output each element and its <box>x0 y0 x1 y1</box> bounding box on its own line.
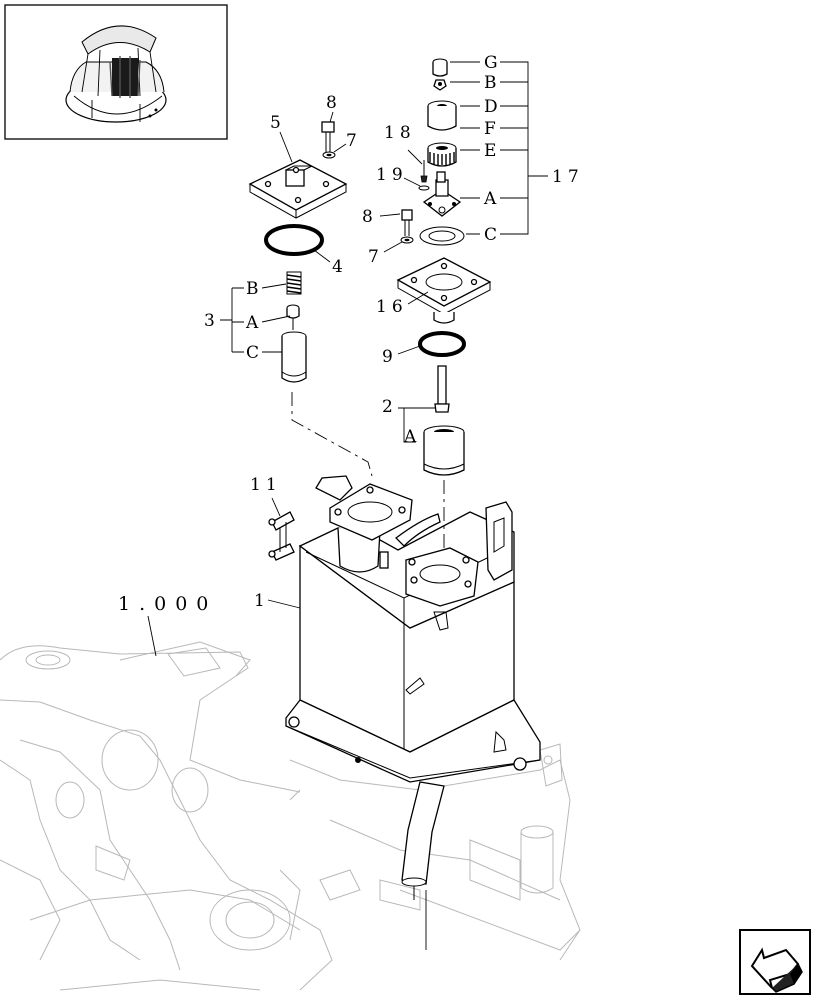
cover-bolt-mid[interactable] <box>401 209 413 236</box>
filter-nut-b[interactable] <box>433 79 447 91</box>
cover-o-ring[interactable] <box>264 224 324 256</box>
filter-cover-plate-16[interactable] <box>396 257 492 324</box>
cover-washer-mid[interactable] <box>400 236 414 244</box>
callout-5: 5 <box>270 113 286 133</box>
small-washer-19[interactable] <box>418 185 430 191</box>
callout-8-top: 8 <box>326 93 342 113</box>
callout-17-g: G <box>484 53 503 73</box>
callout-3-c: C <box>246 343 264 363</box>
cover-bolt-top[interactable] <box>321 121 335 152</box>
level-gauge[interactable] <box>268 511 295 561</box>
callout-17-c: C <box>484 225 502 245</box>
callout-17-e: E <box>484 141 501 161</box>
callout-3-a: A <box>245 313 263 333</box>
callout-17-f: F <box>484 119 501 139</box>
filter-cap-nut[interactable] <box>432 58 448 77</box>
machine-overview-icon <box>65 25 167 123</box>
filter-o-ring-9[interactable] <box>418 331 466 357</box>
callout-17-d: D <box>484 97 503 117</box>
callout-2-a: A <box>403 427 421 447</box>
callout-17-a: A <box>483 189 501 209</box>
filter-mount-flange[interactable] <box>405 501 513 607</box>
callout-17: 17 <box>552 167 584 187</box>
small-screw-18[interactable] <box>420 160 428 183</box>
callout-7-top: 7 <box>346 131 362 151</box>
breather-valve-cap[interactable] <box>286 304 300 330</box>
callout-9: 9 <box>382 347 398 367</box>
callout-7-mid: 7 <box>368 247 384 267</box>
assembly-guide-lines <box>291 392 445 548</box>
callout-18: 18 <box>384 123 416 143</box>
breather-valve-body[interactable] <box>281 331 307 383</box>
callout-19: 19 <box>376 165 408 185</box>
back-navigation-button[interactable] <box>739 929 811 995</box>
callout-17-b: B <box>484 73 502 93</box>
callout-2: 2 <box>382 397 398 417</box>
back-arrow-icon <box>750 947 803 993</box>
callout-frame-ref: 1.000 <box>118 593 217 615</box>
cover-washer-top[interactable] <box>322 151 336 159</box>
callout-8-mid: 8 <box>362 207 378 227</box>
machine-overview-thumbnail[interactable] <box>4 4 228 140</box>
filter-rod-2[interactable] <box>434 365 450 413</box>
breather-cover-plate[interactable] <box>248 159 348 219</box>
return-port-flange[interactable] <box>315 475 441 573</box>
callout-3-b: B <box>246 279 264 299</box>
machine-frame <box>0 641 581 991</box>
callout-1: 1 <box>254 591 270 611</box>
strainer-head-a[interactable] <box>422 171 462 217</box>
callout-labels: 8 7 5 4 3 B A C G B D F E A C 17 18 19 8… <box>118 53 584 615</box>
callout-4: 4 <box>332 257 348 277</box>
callout-16: 16 <box>376 297 408 317</box>
breather-spring[interactable] <box>286 271 302 295</box>
callout-11: 11 <box>250 475 282 495</box>
filter-element-e[interactable] <box>427 142 457 167</box>
filter-housing-d[interactable] <box>427 100 457 131</box>
suction-filter-element[interactable] <box>423 425 465 476</box>
leader-lines <box>147 61 548 657</box>
callout-3: 3 <box>204 311 220 331</box>
head-gasket-c[interactable] <box>419 226 465 246</box>
